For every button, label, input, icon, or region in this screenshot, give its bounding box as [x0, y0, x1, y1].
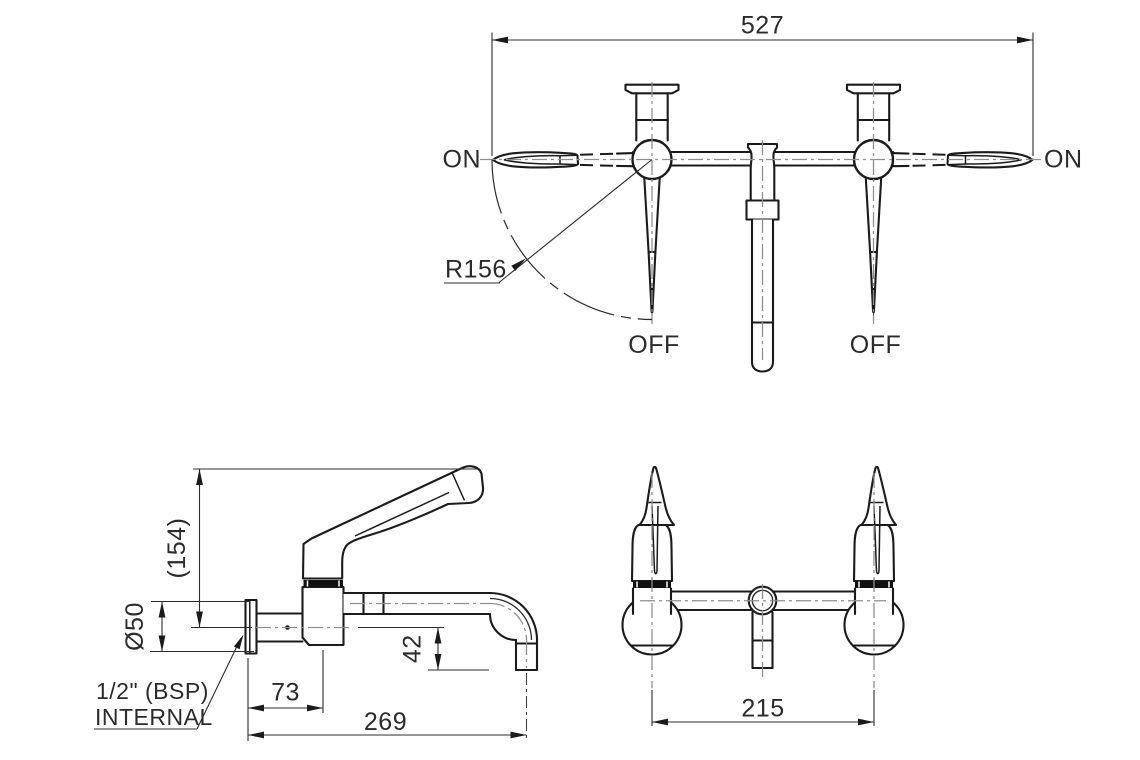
front-lever-blade — [638, 465, 676, 527]
dim-arrowhead — [196, 611, 203, 628]
inlet-note-line2: INTERNAL — [95, 704, 213, 730]
side-wall-flange — [244, 598, 258, 655]
side-valve-body — [301, 585, 345, 647]
side-spout-elbow — [488, 591, 539, 672]
dim-arrowhead — [858, 718, 874, 726]
dim-arrowhead — [248, 704, 264, 712]
side-centerlines — [256, 602, 528, 668]
dim-arrowhead — [434, 654, 442, 670]
front-centerlines — [640, 473, 886, 688]
dim-arrowhead — [307, 704, 323, 712]
plan-spout — [745, 142, 780, 373]
plan-view: R156 527 ON ON OFF OFF — [443, 12, 1083, 373]
dim-arrowhead — [1017, 36, 1033, 44]
front-dimension-215: 215 — [651, 690, 875, 726]
side-lever-handle — [301, 465, 485, 580]
dim-arrowhead — [510, 731, 527, 739]
plan-radius-annotation: R156 — [444, 159, 653, 321]
on-label-right: ON — [1044, 146, 1083, 174]
dim-arrowhead — [652, 718, 668, 726]
side-seal-band — [303, 580, 343, 587]
side-dimension-73: 73 — [247, 650, 324, 741]
dim-arrowhead — [492, 36, 508, 44]
side-dimension-42: 42 — [358, 626, 489, 671]
dim-arrowhead — [248, 731, 264, 739]
spout-drop-label: 42 — [399, 634, 427, 663]
reach-dim-label: 269 — [364, 708, 407, 736]
dim-arrowhead — [158, 635, 166, 652]
off-label-left: OFF — [628, 331, 680, 359]
side-dimension-dia50: Ø50 — [121, 600, 254, 653]
height-dim-label: (154) — [163, 518, 191, 579]
swing-arc — [491, 159, 653, 321]
on-label-left: ON — [443, 146, 482, 174]
plan-dimension-527: 527 — [491, 12, 1034, 156]
width-dim-label: 527 — [741, 12, 784, 40]
off-label-right: OFF — [850, 331, 902, 359]
flange-dia-label: Ø50 — [121, 602, 149, 651]
side-inlet-note: 1/2" (BSP) INTERNAL — [94, 634, 244, 730]
leader-arrowhead — [233, 634, 244, 650]
radius-arrowhead — [511, 258, 527, 271]
wall-to-axis-label: 73 — [271, 679, 300, 707]
front-view: 215 — [621, 465, 905, 726]
dim-arrowhead — [434, 627, 442, 644]
inlet-note-line1: 1/2" (BSP) — [96, 678, 209, 704]
side-view: (154) Ø50 42 73 — [94, 465, 539, 741]
dim-arrowhead — [196, 469, 203, 485]
side-dimension-269: 269 — [248, 673, 528, 741]
dim-arrowhead — [158, 601, 166, 618]
plan-centerlines — [480, 82, 1045, 360]
centres-dim-label: 215 — [741, 695, 784, 723]
radius-dim-label: R156 — [445, 256, 507, 284]
